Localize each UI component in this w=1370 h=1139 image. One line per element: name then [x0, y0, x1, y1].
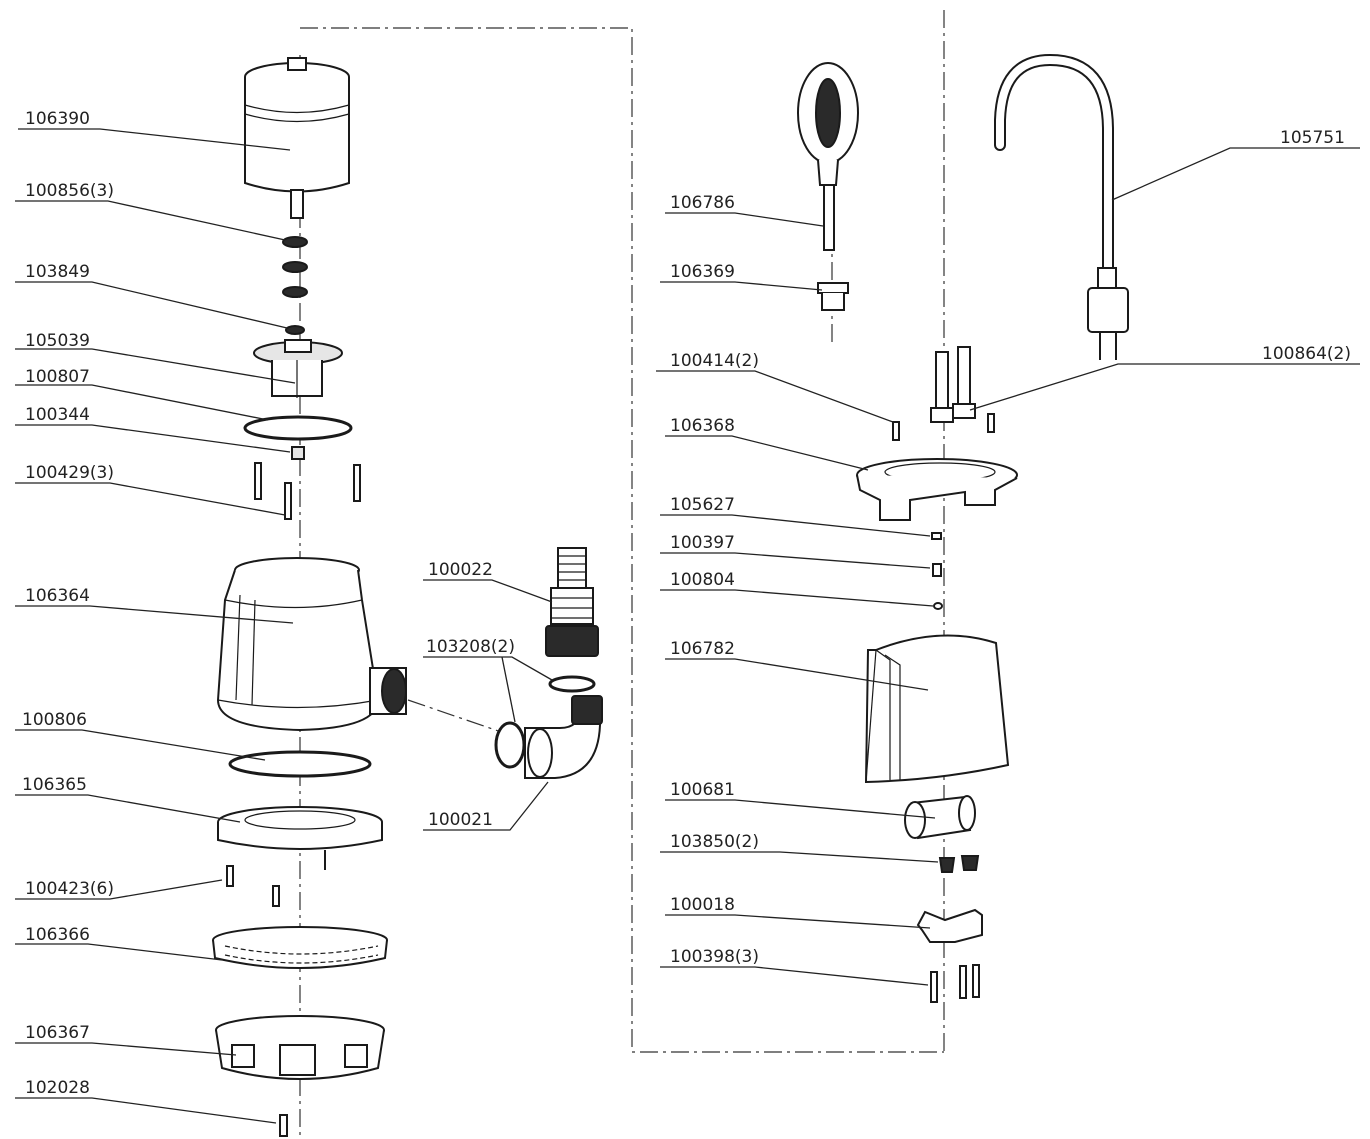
part-callout-100864: 100864(2) [969, 344, 1360, 411]
part-label-100344: 100344 [25, 405, 90, 425]
part-label-103849: 103849 [25, 262, 90, 282]
nuts-103850-drawing [938, 855, 980, 873]
part-callout-100022: 100022 [423, 560, 553, 603]
part-callout-106786: 106786 [665, 193, 824, 227]
part-callout-100856: 100856(3) [15, 181, 286, 241]
part-label-100414: 100414(2) [670, 351, 759, 371]
part-callout-106367: 106367 [15, 1023, 237, 1056]
part-label-100864: 100864(2) [1262, 344, 1351, 364]
part-label-100423: 100423(6) [25, 879, 114, 899]
part-label-106390: 106390 [25, 109, 90, 129]
float-switch-106786-drawing [797, 62, 859, 251]
part-callout-106368: 106368 [665, 416, 869, 471]
part-label-106366: 106366 [25, 925, 90, 945]
part-callout-100397: 100397 [660, 533, 931, 569]
nut-100344-drawing [291, 446, 305, 460]
part-label-100856: 100856(3) [25, 181, 114, 201]
screws-100414-drawing [892, 413, 995, 441]
part-callout-106366: 106366 [15, 925, 223, 961]
handle-housing-106782-drawing [864, 634, 1010, 784]
clip-100018-drawing [916, 908, 983, 943]
base-ring-106365-drawing [217, 806, 383, 870]
part-label-106786: 106786 [670, 193, 735, 213]
part-label-100021: 100021 [428, 810, 493, 830]
part-100397-drawing [932, 563, 942, 577]
part-105627-drawing [931, 532, 942, 540]
base-106367-drawing [215, 1015, 385, 1080]
part-label-106368: 106368 [670, 416, 735, 436]
part-callout-106782: 106782 [665, 639, 929, 691]
part-callout-100398: 100398(3) [660, 947, 929, 986]
part-label-100807: 100807 [25, 367, 90, 387]
part-callout-103849: 103849 [15, 262, 288, 329]
part-callout-106369: 106369 [660, 262, 823, 291]
top-cover-106368-drawing [856, 458, 1018, 521]
elbow-fitting-100021-drawing [494, 695, 603, 779]
cable-glands-100864-drawing [930, 346, 976, 423]
part-label-100804: 100804 [670, 570, 735, 590]
o-ring-100806-drawing [228, 750, 372, 778]
screw-102028-drawing [279, 1114, 288, 1137]
part-callout-103850: 103850(2) [660, 832, 939, 863]
screws-100423-drawing [226, 865, 280, 907]
part-callout-100021: 100021 [423, 781, 549, 831]
part-label-103850: 103850(2) [670, 832, 759, 852]
part-callout-106364: 106364 [15, 586, 294, 624]
part-label-102028: 102028 [25, 1078, 90, 1098]
part-label-106369: 106369 [670, 262, 735, 282]
part-callout-102028: 102028 [15, 1078, 277, 1124]
part-callout-105751: 105751 [1111, 128, 1360, 201]
part-label-100398: 100398(3) [670, 947, 759, 967]
seal-rings-drawing [282, 236, 308, 335]
part-callout-100681: 100681 [665, 780, 936, 819]
part-callout-106365: 106365 [15, 775, 241, 823]
part-label-100681: 100681 [670, 780, 735, 800]
strainer-106366-drawing [212, 926, 388, 969]
part-label-100022: 100022 [428, 560, 493, 580]
part-label-100018: 100018 [670, 895, 735, 915]
power-cord-105751-drawing [994, 53, 1129, 360]
part-label-106782: 106782 [670, 639, 735, 659]
part-callout-100807: 100807 [15, 367, 269, 421]
part-callout-100806: 100806 [15, 710, 266, 761]
sleeve-100681-drawing [904, 795, 976, 840]
part-callout-100429: 100429(3) [15, 463, 286, 516]
impeller-drawing [253, 339, 343, 398]
part-callout-100804: 100804 [660, 570, 934, 607]
part-callout-100344: 100344 [15, 405, 291, 453]
hose-adapter-100022-drawing [545, 547, 599, 657]
part-label-103208: 103208(2) [426, 637, 515, 657]
part-callout-100018: 100018 [665, 895, 931, 929]
part-callout-105627: 105627 [660, 495, 931, 537]
assembly-axes [299, 10, 945, 1135]
part-label-106365: 106365 [22, 775, 87, 795]
part-callout-100414: 100414(2) [656, 351, 894, 423]
part-100804-drawing [933, 602, 943, 610]
part-label-105039: 105039 [25, 331, 90, 351]
pump-housing-drawing [216, 557, 407, 732]
cable-clamp-106369-drawing [817, 282, 849, 311]
motor-drawing [244, 57, 350, 219]
seal-103208-top-drawing [548, 675, 596, 693]
part-label-105751: 105751 [1280, 128, 1345, 148]
part-label-100806: 100806 [22, 710, 87, 730]
screws-100429-drawing [254, 462, 361, 520]
part-label-100429: 100429(3) [25, 463, 114, 483]
part-callout-100423: 100423(6) [15, 879, 223, 900]
screws-100398-drawing [930, 964, 980, 1003]
part-callout-106390: 106390 [18, 109, 291, 151]
part-label-105627: 105627 [670, 495, 735, 515]
part-callout-103208: 103208(2) [423, 637, 553, 723]
part-callout-105039: 105039 [15, 331, 296, 384]
part-label-106367: 106367 [25, 1023, 90, 1043]
part-label-106364: 106364 [25, 586, 90, 606]
o-ring-100807-drawing [243, 415, 353, 441]
part-label-100397: 100397 [670, 533, 735, 553]
